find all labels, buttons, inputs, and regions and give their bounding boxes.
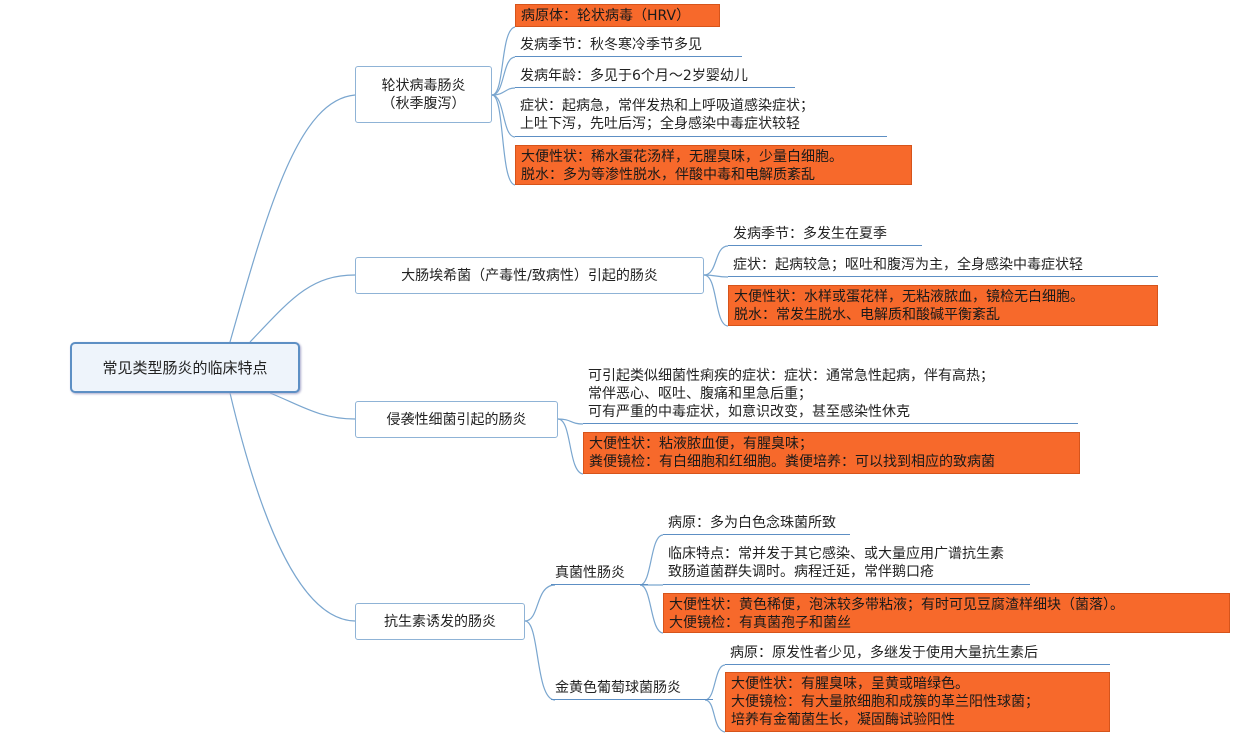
leaf-text: 可引起类似细菌性痢疾的症状：症状：通常急性起病，伴有高热； [588,368,994,384]
leaf-text: 常伴恶心、呕吐、腹痛和里急后重； [588,386,812,402]
branch-label: （秋季腹泻） [381,95,466,112]
branch-ecoli[interactable]: 大肠埃希菌（产毒性/致病性）引起的肠炎 [355,257,704,294]
branch-label: 抗生素诱发的肠炎 [384,613,496,630]
leaf-pathogen[interactable]: 病原体：轮状病毒（HRV） [515,4,720,27]
leaf-symptoms[interactable]: 症状：起病较急；呕吐和腹泻为主，全身感染中毒症状轻 [728,256,1158,277]
leaf-text: 症状：起病较急；呕吐和腹泻为主，全身感染中毒症状轻 [733,257,1083,273]
leaf-text: 发病季节：秋冬寒冷季节多见 [520,37,702,53]
sub-label: 真菌性肠炎 [555,565,625,581]
leaf-text: 大便性状：黄色稀便，泡沫较多带粘液；有时可见豆腐渣样细块（菌落）。 [669,597,1124,613]
leaf-text: 大便性状：水样或蛋花样，无粘液脓血，镜检无白细胞。 [734,289,1084,305]
leaf-text: 病原：多为白色念珠菌所致 [668,515,836,531]
leaf-stool[interactable]: 大便性状：水样或蛋花样，无粘液脓血，镜检无白细胞。脱水：常发生脱水、电解质和酸碱… [728,285,1158,326]
leaf-season[interactable]: 发病季节：秋冬寒冷季节多见 [515,36,742,57]
leaf-text: 发病年龄：多见于6个月～2岁婴幼儿 [520,68,748,84]
leaf-text: 发病季节：多发生在夏季 [733,226,887,242]
leaf-pathogen[interactable]: 病原：原发性者少见，多继发于使用大量抗生素后 [725,644,1110,665]
leaf-text: 大便性状：稀水蛋花汤样，无腥臭味，少量白细胞。 [521,149,843,165]
branch-antibiotic[interactable]: 抗生素诱发的肠炎 [355,603,525,640]
leaf-stool[interactable]: 大便性状：稀水蛋花汤样，无腥臭味，少量白细胞。脱水：多为等渗性脱水，伴酸中毒和电… [515,145,912,185]
leaf-text: 脱水：常发生脱水、电解质和酸碱平衡紊乱 [734,307,1000,323]
branch-label: 轮状病毒肠炎 [381,77,466,94]
leaf-stool[interactable]: 大便性状：粘液脓血便，有腥臭味； 粪便镜检：有白细胞和红细胞。粪便培养：可以找到相… [583,432,1080,474]
leaf-pathogen[interactable]: 病原：多为白色念珠菌所致 [663,514,850,535]
leaf-text: 培养有金葡菌生长，凝固酶试验阳性 [731,712,955,728]
leaf-symptoms[interactable]: 症状：起病急，常伴发热和上呼吸道感染症状； 上吐下泻，先吐后泻；全身感染中毒症状较… [515,97,887,137]
leaf-text: 可有严重的中毒症状，如意识改变，甚至感染性休克 [588,404,910,420]
root-node[interactable]: 常见类型肠炎的临床特点 [70,342,300,393]
leaf-stool[interactable]: 大便性状：有腥臭味，呈黄或暗绿色。大便镜检：有大量脓细胞和成簇的革兰阳性球菌； 培… [725,672,1110,732]
leaf-age[interactable]: 发病年龄：多见于6个月～2岁婴幼儿 [515,67,795,88]
leaf-text: 病原体：轮状病毒（HRV） [521,8,691,24]
leaf-text: 大便性状：粘液脓血便，有腥臭味； [589,436,813,452]
leaf-text: 脱水：多为等渗性脱水，伴酸中毒和电解质紊乱 [521,167,815,183]
leaf-clinical[interactable]: 临床特点：常并发于其它感染、或大量应用广谱抗生素致肠道菌群失调时。病程迁延，常伴… [663,545,1030,585]
branch-label: 大肠埃希菌（产毒性/致病性）引起的肠炎 [401,267,658,284]
leaf-text: 症状：起病急，常伴发热和上呼吸道感染症状； [520,98,814,114]
leaf-text: 上吐下泻，先吐后泻；全身感染中毒症状较轻 [520,116,800,132]
leaf-season[interactable]: 发病季节：多发生在夏季 [728,225,922,246]
branch-label: 侵袭性细菌引起的肠炎 [386,411,527,428]
branch-rotavirus[interactable]: 轮状病毒肠炎 （秋季腹泻） [355,66,492,123]
leaf-text: 致肠道菌群失调时。病程迁延，常伴鹅口疮 [668,564,934,580]
sub-fungal[interactable]: 真菌性肠炎 [551,564,648,585]
leaf-text: 粪便镜检：有白细胞和红细胞。粪便培养：可以找到相应的致病菌 [589,454,995,470]
leaf-stool[interactable]: 大便性状：黄色稀便，泡沫较多带粘液；有时可见豆腐渣样细块（菌落）。大便镜检：有真… [663,593,1230,633]
leaf-text: 大便镜检：有大量脓细胞和成簇的革兰阳性球菌； [731,694,1039,710]
leaf-text: 临床特点：常并发于其它感染、或大量应用广谱抗生素 [668,546,1004,562]
sub-label: 金黄色葡萄球菌肠炎 [555,680,681,696]
leaf-symptoms[interactable]: 可引起类似细菌性痢疾的症状：症状：通常急性起病，伴有高热； 常伴恶心、呕吐、腹痛和… [583,367,1078,424]
leaf-text: 病原：原发性者少见，多继发于使用大量抗生素后 [730,645,1038,661]
leaf-text: 大便镜检：有真菌孢子和菌丝 [669,615,851,631]
branch-invasive-bacteria[interactable]: 侵袭性细菌引起的肠炎 [355,401,558,438]
root-label: 常见类型肠炎的临床特点 [102,358,268,377]
sub-staph[interactable]: 金黄色葡萄球菌肠炎 [551,679,713,700]
leaf-text: 大便性状：有腥臭味，呈黄或暗绿色。 [731,676,969,692]
